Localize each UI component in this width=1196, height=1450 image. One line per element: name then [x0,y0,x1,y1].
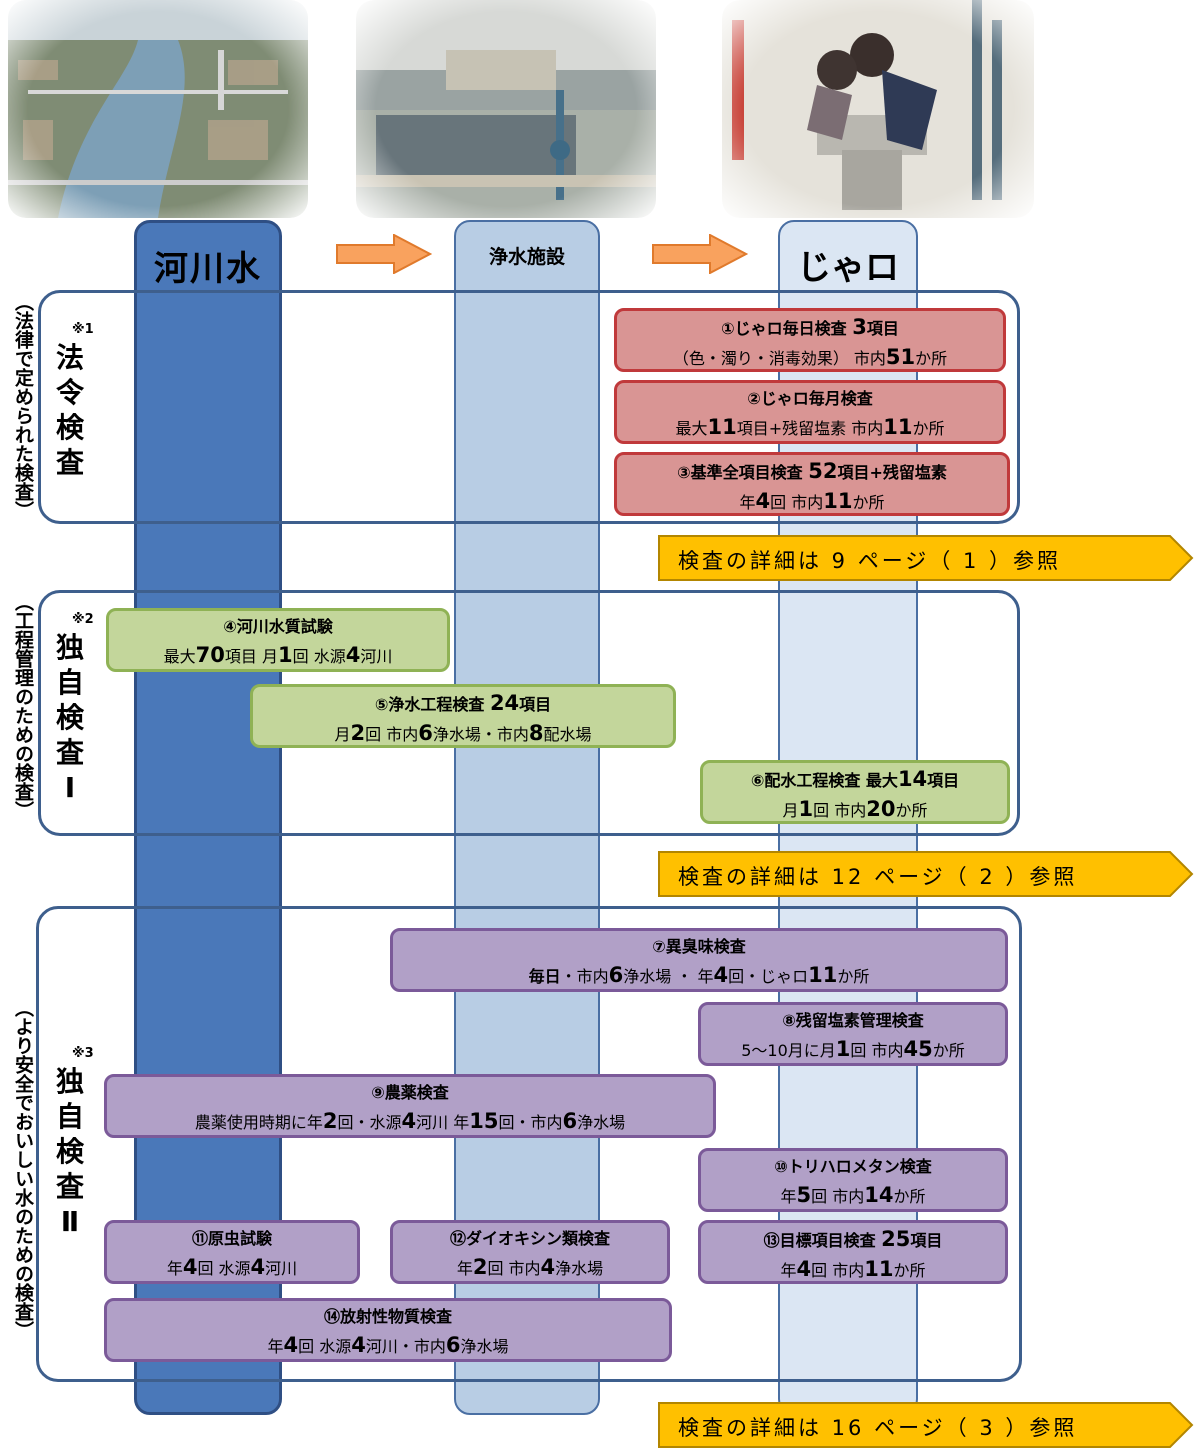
legal-section-label: 法令 検査 [55,341,84,479]
river-water-column: 河川水 [134,220,282,1415]
note-mark-1: ※1 [72,322,94,337]
flow-arrow-icon [336,234,432,274]
test-box-12: ⑫ダイオキシン類検査 年2回 市内4浄水場 [390,1220,670,1284]
test-box-6: ⑥配水工程検査 最大14項目 月1回 市内20か所 [700,760,1010,824]
test-box-1: ①じゃロ毎日検査 3項目 （色・濁り・消毒効果） 市内51か所 [614,308,1006,372]
river-water-title: 河川水 [154,249,262,289]
test-box-11: ⑪原虫試験 年4回 水源4河川 [104,1220,360,1284]
own-inspection-2-frame [36,906,1022,1382]
test-box-4: ④河川水質試験 最大70項目 月1回 水源4河川 [106,608,450,672]
test-box-13: ⑬目標項目検査 25項目 年4回 市内11か所 [698,1220,1008,1284]
test-box-14: ⑭放射性物質検査 年4回 水源4河川・市内6浄水場 [104,1298,672,1362]
detail-banner-1: 検査の詳細は 9 ページ（ 1 ）参照 [658,535,1194,581]
own-inspection-1-frame [38,590,1020,836]
legal-side-label: （法律で定められた検査） [12,292,34,520]
test-box-9: ⑨農薬検査 農薬使用時期に年2回・水源4河川 年15回・市内6浄水場 [104,1074,716,1138]
test-box-5: ⑤浄水工程検査 24項目 月2回 市内6浄水場・市内8配水場 [250,684,676,748]
note-mark-2: ※2 [72,612,94,627]
detail-banner-2: 検査の詳細は 12 ページ（ 2 ）参照 [658,851,1194,897]
drinking-fountain-photo [722,0,1034,218]
test-box-10: ⑩トリハロメタン検査 年5回 市内14か所 [698,1148,1008,1212]
own1-section-label: 独自 検査 Ⅰ [55,631,84,804]
test-box-8: ⑧残留塩素管理検査 5～10月に月1回 市内45か所 [698,1002,1008,1066]
water-plant-title: 浄水施設 [488,246,565,268]
own2-section-label: 独自 検査 Ⅱ [55,1065,84,1238]
legal-inspection-frame [38,290,1020,524]
flow-arrow-icon [652,234,748,274]
test-box-3: ③基準全項目検査 52項目+残留塩素 年4回 市内11か所 [614,452,1010,516]
detail-banner-3: 検査の詳細は 16 ページ（ 3 ）参照 [658,1402,1194,1448]
test-box-2: ②じゃロ毎月検査 最大11項目+残留塩素 市内11か所 [614,380,1006,444]
river-aerial-photo [8,0,308,218]
own2-side-label: （より安全でおいしい水のための検査） [12,998,34,1340]
note-mark-3: ※3 [72,1046,94,1061]
water-treatment-plant-photo [356,0,656,218]
own1-side-label: （工程管理のための検査） [12,592,34,820]
test-box-7: ⑦異臭味検査 毎日・市内6浄水場 ・ 年4回・じゃロ11か所 [390,928,1008,992]
water-plant-column: 浄水施設 [454,220,600,1415]
tap-title: じゃロ [797,248,899,288]
